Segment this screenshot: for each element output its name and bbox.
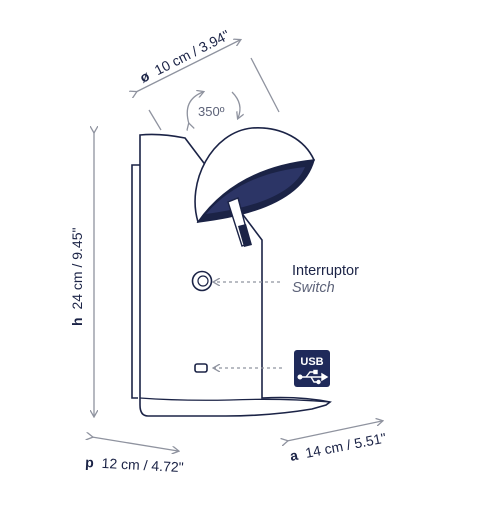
switch-button <box>191 270 213 292</box>
wall-plate-edge <box>131 164 140 399</box>
height-label: h 24 cm / 9.45" <box>69 228 85 326</box>
rotation-arc-right <box>231 91 240 118</box>
usb-port <box>194 363 208 373</box>
depth-label: p 12 cm / 4.72" <box>85 454 184 475</box>
shelf-edge <box>139 397 331 403</box>
switch-label: Interruptor <box>292 263 359 279</box>
rotation-label: 350º <box>198 104 225 119</box>
usb-icon <box>297 369 329 385</box>
width-dimension-line <box>287 421 382 441</box>
lamp-head <box>194 127 316 247</box>
wall-plate <box>139 133 332 417</box>
diameter-label: ø 10 cm / 3.94" <box>137 27 232 86</box>
diameter-dimension-line <box>136 40 240 92</box>
width-label: a 14 cm / 5.51" <box>289 430 388 464</box>
usb-badge: USB <box>294 350 330 387</box>
depth-dimension-line <box>92 437 178 451</box>
rotation-arc <box>187 92 203 124</box>
diameter-extension-left <box>148 109 162 131</box>
usb-badge-text: USB <box>300 356 323 368</box>
switch-sublabel: Switch <box>292 280 335 296</box>
diameter-extension-right <box>250 57 280 113</box>
lamp-knob <box>238 224 252 247</box>
dimension-lines <box>92 40 382 451</box>
lamp-body <box>131 133 332 417</box>
